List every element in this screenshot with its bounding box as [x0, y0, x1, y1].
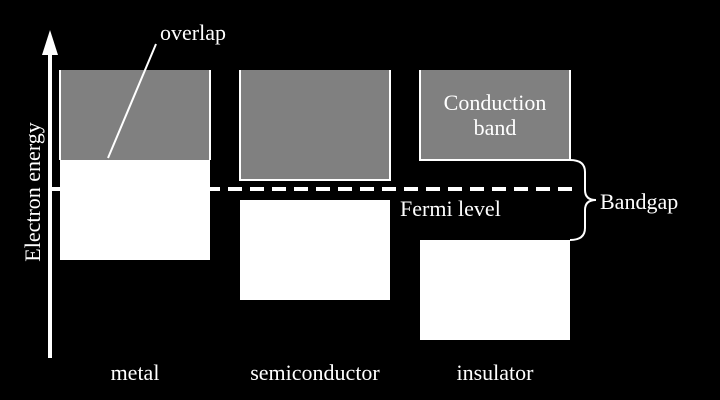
material-label-insulator: insulator: [457, 360, 535, 385]
insulator-conduction-outline: [419, 70, 571, 161]
energy-axis-arrowhead: [42, 30, 58, 55]
material-label-metal: metal: [111, 360, 160, 385]
semiconductor-conduction-outline: [239, 70, 391, 181]
semiconductor-conduction-band: [240, 70, 390, 180]
semiconductor-valence-band: [240, 200, 390, 300]
material-label-semiconductor: semiconductor: [250, 360, 380, 385]
metal-valence-band: [60, 160, 210, 260]
overlap-label: overlap: [160, 20, 226, 45]
insulator-conduction-band: [420, 70, 570, 160]
axis-label: Electron energy: [20, 122, 45, 261]
bandgap-brace: [569, 159, 597, 241]
conduction-band-label-line2: band: [474, 115, 517, 140]
metal-conduction-band: [60, 70, 210, 160]
insulator-valence-band: [420, 240, 570, 340]
conduction-band-label-line1: Conduction: [444, 90, 547, 115]
bandgap-label: Bandgap: [600, 189, 678, 214]
overlap-pointer: [107, 43, 157, 159]
fermi-level-label: Fermi level: [400, 196, 501, 221]
